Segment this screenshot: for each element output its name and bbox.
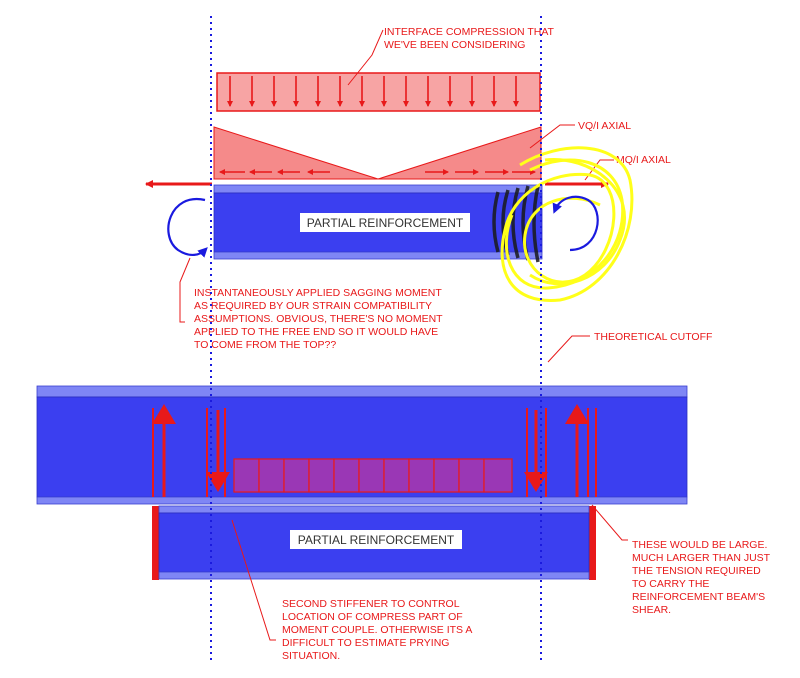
interface-compression-load [216, 72, 541, 112]
vq-axial-leader [529, 124, 575, 149]
theoretical-cutoff-label: THEORETICAL CUTOFF [594, 331, 712, 343]
compression-zone-blocks [233, 458, 513, 493]
right-tension-arrow [565, 404, 589, 497]
top-partial-reinforcement-label-box [300, 213, 470, 232]
right-compression-arrow [524, 410, 548, 492]
bottom-partial-reinforcement-label-box [290, 530, 462, 549]
sagging-moment-leader [179, 257, 191, 323]
left-moment-arc [167, 197, 208, 258]
interface-compression-label: INTERFACE COMPRESSION THAT WE'VE BEEN CO… [384, 26, 557, 51]
theoretical-cutoff-leader [547, 335, 590, 363]
left-tension-arrow [152, 404, 176, 497]
interface-compression-leader [347, 29, 384, 86]
right-moment-arc [552, 195, 599, 252]
sagging-moment-label: INSTANTANEOUSLY APPLIED SAGGING MOMENT A… [194, 287, 445, 351]
vq-axial-label: VQ/I AXIAL [578, 120, 631, 132]
large-force-label: THESE WOULD BE LARGE. MUCH LARGER THAN J… [632, 539, 773, 616]
bottom-partial-reinforcement-label: PARTIAL REINFORCEMENT [298, 533, 455, 547]
large-force-leader [591, 504, 628, 541]
mq-axial-leader [584, 159, 614, 181]
second-stiffener-label: SECOND STIFFENER TO CONTROL LOCATION OF … [282, 598, 475, 662]
highlight-scribble [500, 146, 634, 302]
mq-axial-label: MQ/I AXIAL [616, 154, 671, 166]
second-stiffener-leader [231, 519, 276, 641]
vq-axial-shear-flow [213, 126, 542, 180]
top-partial-reinforcement-label: PARTIAL REINFORCEMENT [307, 216, 464, 230]
left-compression-arrow [206, 410, 230, 492]
